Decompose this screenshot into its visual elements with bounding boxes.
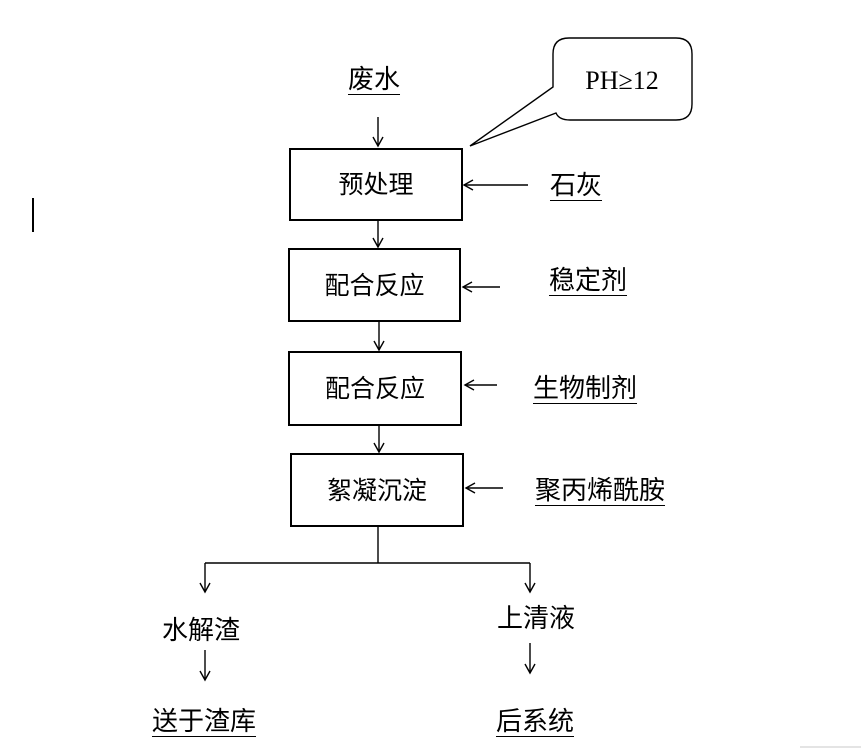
arrow-output2-to-destination (524, 643, 536, 675)
arrow-output1-to-destination (199, 650, 211, 682)
output-label-supernatant: 上清液 (496, 604, 576, 634)
reagent-label-lime: 石灰 (549, 171, 603, 201)
reagent-label-polyacrylamide: 聚丙烯酰胺 (534, 476, 666, 506)
arrow-input-to-pretreatment (372, 117, 384, 148)
arrow-reagent2-in (461, 281, 500, 293)
arrow-step1-to-step2 (372, 221, 384, 249)
destination-label-residue: 送于渣库 (151, 707, 257, 737)
process-step-pretreatment: 预处理 (289, 148, 463, 221)
reagent-label-stabilizer: 稳定剂 (548, 266, 628, 296)
arrow-split-to-output1 (199, 563, 211, 594)
input-label: 废水 (347, 65, 401, 95)
arrow-reagent1-in (462, 179, 528, 191)
destination-label-supernatant: 后系统 (495, 707, 575, 737)
callout-bubble (469, 37, 693, 147)
arrow-reagent4-in (464, 482, 503, 494)
process-step-complexation-1: 配合反应 (288, 248, 461, 322)
arrow-reagent3-in (463, 379, 497, 391)
arrow-step3-to-step4 (373, 426, 385, 454)
process-step-complexation-2: 配合反应 (288, 351, 462, 426)
arrow-step2-to-step3 (373, 322, 385, 352)
reagent-label-bio-agent: 生物制剂 (532, 374, 638, 404)
split-connector (205, 527, 530, 564)
output-label-residue: 水解渣 (161, 616, 241, 646)
process-step-flocculation: 絮凝沉淀 (290, 453, 464, 527)
arrow-split-to-output2 (524, 563, 536, 594)
callout-text: PH≥12 (585, 66, 659, 95)
